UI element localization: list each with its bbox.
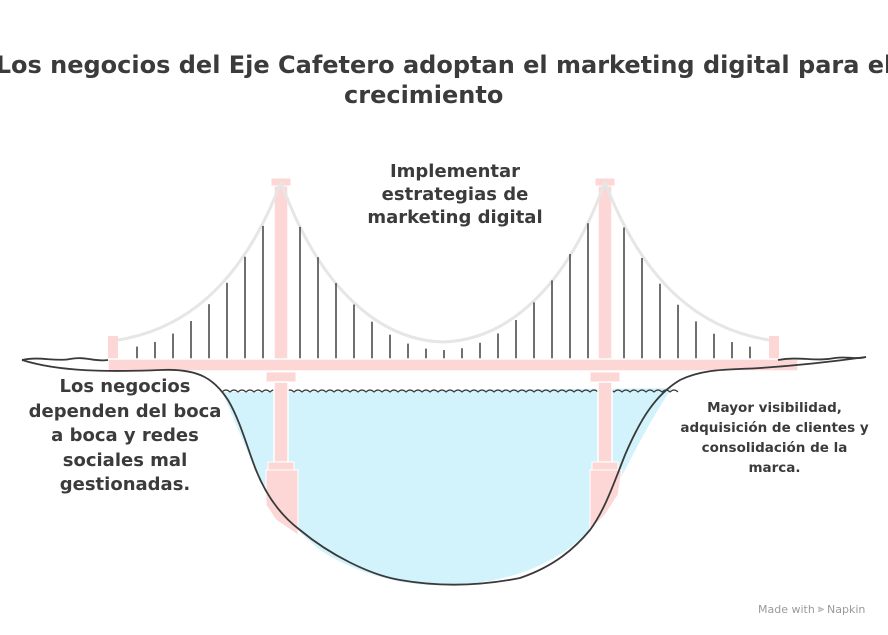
left-bank: [21, 356, 867, 586]
center-label-line: estrategias de: [381, 184, 529, 205]
right-label-line: marca.: [748, 460, 801, 476]
center-label-line: Implementar: [389, 161, 521, 182]
left-label-line: dependen del boca: [28, 400, 222, 422]
page-title: Los negocios del Eje Cafetero adoptan el…: [0, 50, 888, 80]
title-line-2: crecimiento: [344, 81, 504, 109]
water-basin: [222, 388, 672, 586]
right-label-line: adquisición de clientes y: [680, 420, 869, 436]
main-cable-center: [279, 181, 607, 344]
title-line-1: Los negocios del Eje Cafetero adoptan el…: [0, 51, 888, 79]
center-label: Implementar estrategias de marketing dig…: [345, 160, 565, 229]
napkin-brand-text: Napkin: [827, 602, 866, 616]
napkin-logo-icon: ⫸: [817, 602, 825, 615]
left-label: Los negocios dependen del boca a boca y …: [20, 375, 230, 498]
bridge-deck: [107, 358, 799, 372]
right-label: Mayor visibilidad, adquisición de client…: [672, 398, 877, 478]
right-end-post: [769, 336, 779, 360]
right-label-line: Mayor visibilidad,: [707, 400, 842, 416]
right-label-line: consolidación de la: [701, 440, 848, 456]
napkin-watermark[interactable]: Made with ⫸ Napkin: [758, 602, 865, 616]
left-label-line: Los negocios: [59, 376, 191, 397]
left-tower: [265, 177, 299, 536]
center-label-line: marketing digital: [367, 207, 543, 228]
made-with-text: Made with: [758, 602, 815, 616]
suspender-lines: [136, 223, 751, 359]
left-label-line: a boca y redes: [51, 425, 199, 446]
left-label-line: gestionadas.: [59, 474, 191, 495]
main-cable-left: [117, 181, 283, 342]
main-cable-right: [603, 181, 770, 342]
left-end-post: [108, 336, 118, 360]
left-label-line: sociales mal: [62, 449, 188, 471]
